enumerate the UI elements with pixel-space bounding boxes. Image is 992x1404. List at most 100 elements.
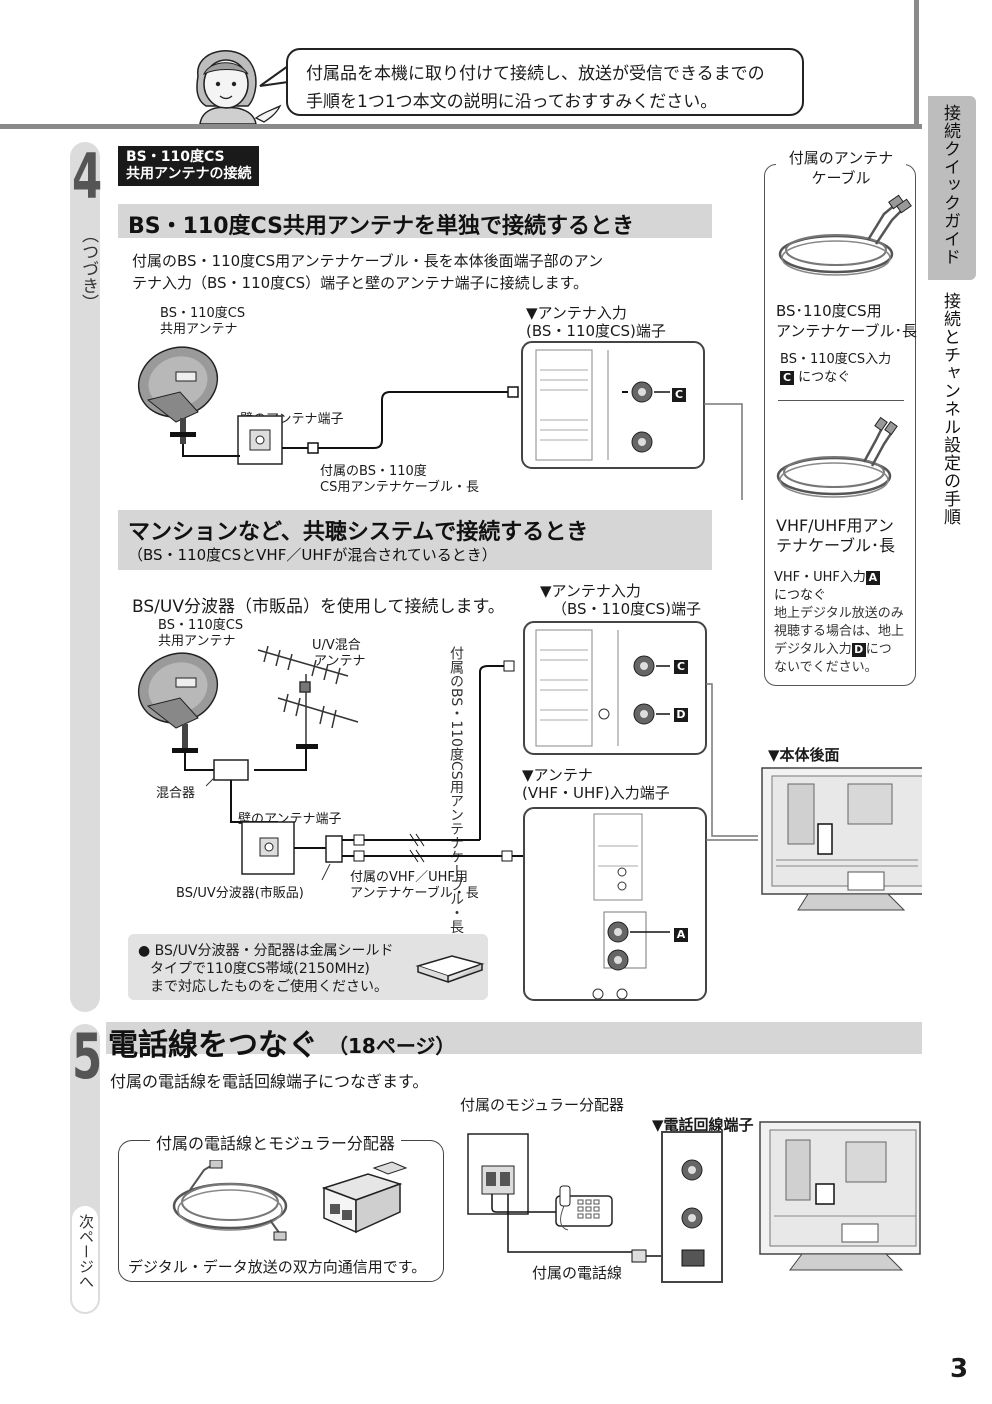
next-page-label: 次ページへ: [77, 1214, 95, 1289]
modular-splitter-icon: [321, 1161, 408, 1234]
phone-box-title: 付属の電話線とモジュラー分配器: [150, 1130, 401, 1154]
sec1-dish-icon: [137, 346, 219, 444]
sec2-uv-antenna-label-1: U/V混合: [312, 638, 361, 653]
next-page-pill[interactable]: [72, 1206, 98, 1312]
phone-line-label: 付属の電話線: [532, 1264, 623, 1282]
phone-wall-jack: [467, 1133, 529, 1215]
sec1-label-c: C: [672, 387, 686, 402]
sec2-mixer-label: 混合器: [156, 786, 196, 801]
phone-cord-coil-icon: [172, 1160, 288, 1241]
sec2-terminal-label-2: （BS・110度CS)端子: [552, 600, 702, 618]
sec1-terminal-label-1: ▼アンテナ入力: [526, 304, 627, 322]
acc-label-d: D: [851, 642, 866, 657]
step-4-tag: BS・110度CS 共用アンテナの接続: [118, 146, 260, 186]
step-5-number: 5: [72, 1020, 103, 1093]
step-4-continued: （つづき）: [78, 226, 98, 311]
acc-label-a: A: [865, 570, 880, 585]
acc-note-line-2: 視聴する場合は、地上: [774, 624, 905, 639]
sec2-mixer-box: [213, 759, 249, 781]
sec2-title: マンションなど、共聴システムで接続するとき: [128, 520, 589, 545]
step-4-tag-line-2: 共用アンテナの接続: [126, 166, 252, 182]
vhf-cable-name-2: テナケーブル･長: [776, 536, 896, 555]
sec2-dish-icon: [137, 652, 219, 753]
section-single-antenna-title: BS・110度CS共用アンテナを単独で接続するとき: [118, 204, 712, 239]
sec2-vertical-cable-label: 付属のBS・110度CS用アンテナケーブル・長: [448, 646, 464, 934]
sec1-label-c-badge: C: [672, 384, 686, 403]
sec2-antenna-label-2: 共用アンテナ: [158, 634, 236, 649]
accessory-divider: [778, 400, 904, 401]
bs-cable-name-2: アンテナケーブル･長: [776, 322, 918, 340]
sec2-label-a-badge: A: [674, 924, 688, 943]
page-number: 3: [950, 1354, 969, 1384]
rear-panel-label: ▼本体後面: [768, 746, 840, 764]
acc-note-line-3b: につ: [865, 642, 892, 657]
splitter-device-icon: [415, 955, 485, 984]
vhf-connect-line-2: につなぐ: [774, 588, 827, 603]
bs-cable-coil-icon: [778, 194, 912, 276]
sec1-cable-label-1: 付属のBS・110度: [320, 464, 427, 479]
phone-box-note: デジタル・データ放送の双方向通信用です。: [128, 1258, 427, 1276]
intro-line-2: 手順を1つ1つ本文の説明に沿っておすすみください。: [306, 92, 718, 112]
step-5-desc: 付属の電話線を電話回線端子につなぎます。: [110, 1072, 429, 1091]
sec2-uv-antenna-icon: [257, 645, 359, 760]
phone-terminal-label: ▼電話回線端子: [652, 1116, 754, 1134]
acc-label-c: C: [780, 370, 794, 385]
telephone-icon: [555, 1185, 613, 1231]
sec2-terminal2-label-1: ▼アンテナ: [522, 766, 593, 784]
accessory-title-line-2: ケーブル: [811, 169, 871, 187]
acc-note-line-4: ないでください。: [774, 660, 878, 675]
sec1-cable-label-2: CS用アンテナケーブル・長: [320, 480, 480, 495]
phone-connection-diagram: [467, 1121, 921, 1283]
speech-bubble-tail: [259, 65, 289, 87]
sec2-label-d: D: [674, 707, 688, 722]
sec2-desc: BS/UV分波器（市販品）を使用して接続します。: [132, 597, 505, 617]
tv-rear-panel-illustration: [761, 767, 922, 911]
bs-connect-line-2: C につなぐ: [780, 366, 850, 385]
section-shared-system-title: マンションなど、共聴システムで接続するとき （BS・110度CSとVHF／UHF…: [118, 510, 712, 570]
step-4-number: 4: [72, 140, 103, 213]
sec2-label-a: A: [674, 927, 688, 942]
bs-cable-name-1: BS･110度CS用: [776, 302, 882, 320]
guide-character-illustration: [196, 50, 282, 124]
section-single-desc-2: テナ入力（BS・110度CS）端子と壁のアンテナ端子に接続します。: [132, 274, 589, 292]
step-4-column: [70, 142, 100, 1012]
sec2-label-c: C: [674, 659, 688, 674]
note-line-2: タイプで110度CS帯域(2150MHz): [150, 961, 370, 977]
sec2-label-c-badge: C: [674, 656, 688, 675]
sec1-terminal-label-2: (BS・110度CS)端子: [526, 322, 666, 340]
header-frame-vertical: [914, 0, 919, 129]
step-4-tag-line-1: BS・110度CS: [126, 149, 225, 165]
header-frame-rule: [0, 124, 922, 129]
phone-terminal-panel: [661, 1131, 723, 1283]
sec2-splitter-label: BS/UV分波器(市販品): [176, 886, 304, 901]
phone-accessories-illustration: [172, 1160, 408, 1241]
vhf-cable-coil-icon: [776, 416, 898, 498]
vhf-cable-name-1: VHF/UHF用アン: [776, 516, 894, 535]
accessory-title-line-1: 付属のアンテナ: [788, 149, 894, 167]
acc-note-line-1: 地上デジタル放送のみ: [774, 606, 904, 621]
sec2-vhf-cable-label-1: 付属のVHF／UHF用: [350, 870, 468, 885]
step-5-title: 電話線をつなぐ: [108, 1028, 318, 1063]
sec2-vhf-cable-label-2: アンテナケーブル・長: [350, 886, 479, 901]
note-line-3: まで対応したものをご使用ください。: [150, 979, 388, 995]
step-5-page-ref: （18ページ）: [328, 1034, 456, 1058]
side-tab-connection-setup-label: 接続とチャンネル設定の手順: [940, 292, 960, 526]
note-line-1: ● BS/UV分波器・分配器は金属シールド: [138, 943, 394, 959]
sec2-subtitle: （BS・110度CSとVHF／UHFが混合されているとき）: [128, 546, 497, 564]
section-single-desc-1: 付属のBS・110度CS用アンテナケーブル・長を本体後面端子部のアン: [132, 252, 604, 270]
sec2-antenna-label-1: BS・110度CS: [158, 618, 244, 633]
accessory-box-title: 付属のアンテナ ケーブル: [776, 148, 906, 188]
sec2-connection-diagram: [137, 621, 758, 1001]
sec2-terminal-label-1: ▼アンテナ入力: [540, 582, 641, 600]
sec1-antenna-label-1: BS・110度CS: [160, 306, 246, 321]
bs-connect-line-1: BS・110度CS入力: [780, 352, 892, 367]
sec2-terminal-panel-vhf: [523, 807, 707, 1001]
sec2-label-d-badge: D: [674, 704, 688, 723]
intro-line-1: 付属品を本機に取り付けて接続し、放送が受信できるまでの: [306, 64, 765, 84]
side-tab-quick-guide[interactable]: [928, 96, 976, 280]
acc-note-line-3a: デジタル入力: [774, 642, 852, 657]
sec2-terminal2-label-2: (VHF・UHF)入力端子: [522, 784, 670, 802]
step-5-title-band: 電話線をつなぐ （18ページ）: [106, 1022, 922, 1063]
